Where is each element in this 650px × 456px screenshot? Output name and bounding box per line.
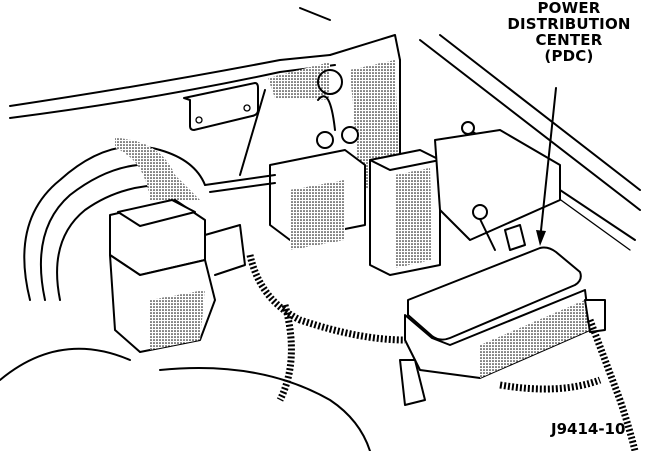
wiring-harness xyxy=(0,254,639,452)
figure-id: J9414-10 xyxy=(551,420,626,438)
pdc-fuse-box xyxy=(399,246,606,406)
callout-line-1: POWER xyxy=(537,0,601,17)
pdc-callout-label: POWER DISTRIBUTION CENTER (PDC) xyxy=(494,0,644,64)
callout-line-4: (PDC) xyxy=(544,47,594,65)
callout-line-2: DISTRIBUTION xyxy=(507,15,631,33)
callout-arrow xyxy=(536,87,557,246)
relay-module xyxy=(369,149,441,276)
abs-valve-block xyxy=(204,69,366,250)
master-cylinder xyxy=(109,199,246,353)
callout-line-3: CENTER xyxy=(535,31,603,49)
brake-booster xyxy=(23,138,206,301)
battery-tray xyxy=(434,121,561,251)
